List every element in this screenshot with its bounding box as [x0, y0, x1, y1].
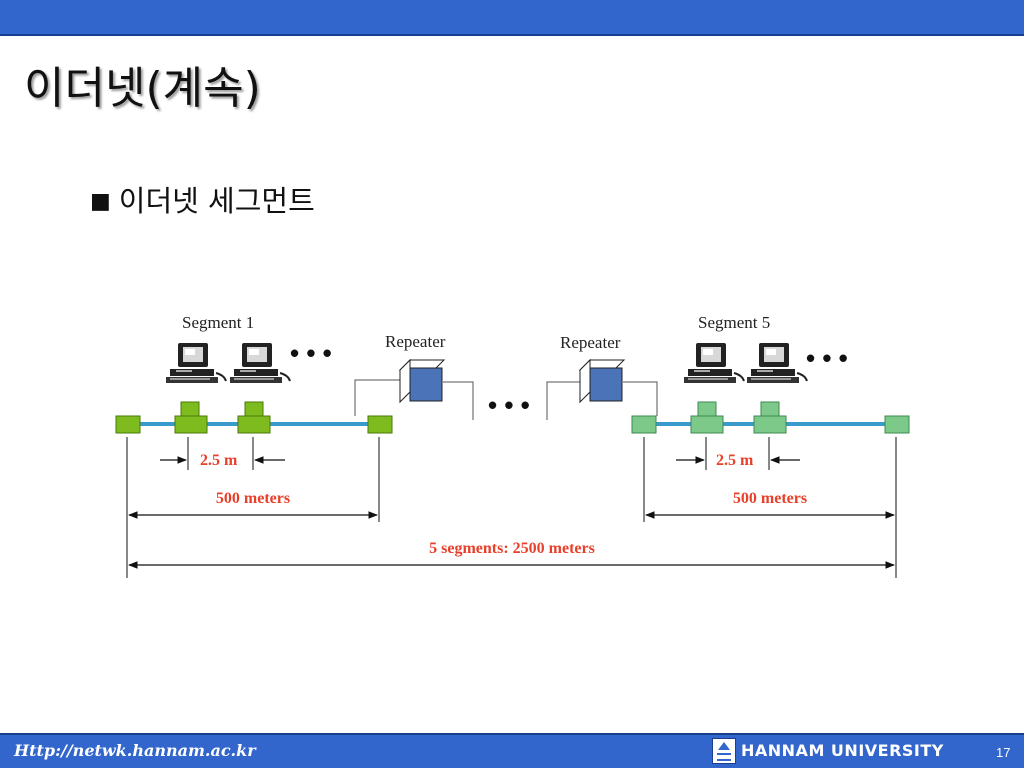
- computer-icon: [746, 342, 808, 384]
- computer-icon: [229, 342, 291, 384]
- terminator-right: [884, 415, 910, 434]
- repeater-icon: [398, 358, 446, 404]
- tap-spacing-right-label: 2.5 m: [716, 452, 754, 469]
- segment-length-right-label: 500 meters: [733, 490, 807, 507]
- transceiver-tap: [753, 401, 787, 434]
- tap-spacing-left-label: 2.5 m: [200, 452, 238, 469]
- segment-length-left-label: 500 meters: [216, 490, 290, 507]
- terminator-left: [631, 415, 657, 434]
- transceiver-tap: [174, 401, 208, 434]
- terminator-left: [115, 415, 141, 434]
- header-bar: [0, 0, 1024, 34]
- bullet-text: 이더넷 세그먼트: [118, 184, 315, 218]
- segment-1-label: Segment 1: [182, 313, 254, 332]
- bullet-marker: ■: [90, 189, 111, 214]
- footer-university-name: HANNAM UNIVERSITY: [741, 741, 944, 760]
- bullet-item: ■ 이더넷 세그먼트: [90, 178, 315, 220]
- terminator-right: [367, 415, 393, 434]
- ellipsis-right: • • •: [806, 343, 848, 373]
- page-number: 17: [996, 745, 1011, 760]
- hannam-logo-icon: [712, 738, 736, 764]
- ellipsis-left: • • •: [290, 338, 332, 368]
- transceiver-tap: [690, 401, 724, 434]
- repeater-left-label: Repeater: [385, 332, 446, 351]
- repeater-right-label: Repeater: [560, 333, 621, 352]
- total-length-label: 5 segments: 2500 meters: [429, 540, 595, 557]
- repeater-icon: [578, 358, 626, 404]
- footer-bar: [0, 735, 1024, 768]
- segment-5-label: Segment 5: [698, 313, 770, 332]
- page-title: 이더넷(계속): [24, 63, 261, 114]
- footer-divider: [0, 733, 1024, 735]
- footer-url-link[interactable]: Http://netwk.hannam.ac.kr: [14, 741, 256, 760]
- computer-icon: [683, 342, 745, 384]
- header-divider: [0, 34, 1024, 36]
- ellipsis-middle: • • •: [488, 390, 530, 420]
- computer-icon: [165, 342, 227, 384]
- transceiver-tap: [237, 401, 271, 434]
